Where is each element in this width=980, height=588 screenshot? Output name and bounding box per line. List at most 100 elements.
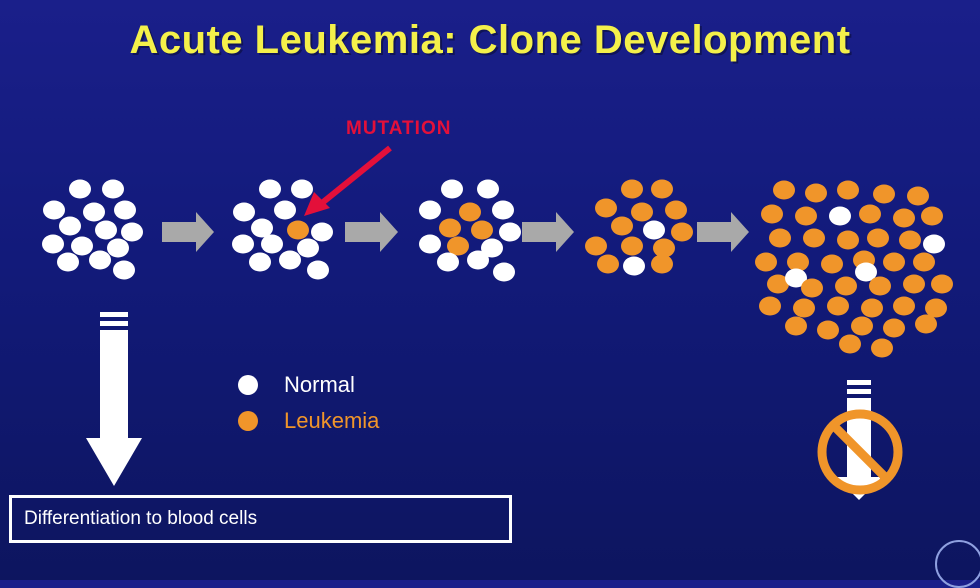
normal-cell [42, 234, 64, 254]
cluster-leukemia-takeover [755, 180, 953, 358]
normal-cell [279, 250, 301, 270]
mutation-label: MUTATION [346, 118, 452, 139]
leukemia-cell [839, 334, 861, 354]
normal-cell [233, 202, 255, 222]
leukemia-cell [837, 230, 859, 250]
leukemia-cell [893, 208, 915, 228]
cluster-clone-expanding [419, 179, 521, 282]
leukemia-cell [869, 276, 891, 296]
leukemia-cell [621, 236, 643, 256]
normal-cell [102, 179, 124, 199]
leukemia-cell [827, 296, 849, 316]
normal-cell [107, 238, 129, 258]
normal-cell [89, 250, 111, 270]
leukemia-cell [755, 252, 777, 272]
normal-cell [113, 260, 135, 280]
normal-cell [855, 262, 877, 282]
normal-cell [311, 222, 333, 242]
leukemia-cell [597, 254, 619, 274]
normal-cell [923, 234, 945, 254]
leukemia-cell [611, 216, 633, 236]
leukemia-cell [907, 186, 929, 206]
differentiation-box: Differentiation to blood cells [9, 495, 512, 543]
normal-cell [297, 238, 319, 258]
cluster-first-mutation [232, 179, 333, 280]
normal-cell [232, 234, 254, 254]
leukemia-cell [851, 316, 873, 336]
leukemia-cell [653, 238, 675, 258]
mutation-arrow-icon [304, 145, 392, 216]
normal-cell [467, 250, 489, 270]
normal-cell [481, 238, 503, 258]
normal-cell [492, 200, 514, 220]
leukemia-cell-swatch [238, 411, 258, 431]
leukemia-cell [785, 316, 807, 336]
leukemia-cell [471, 220, 493, 240]
leukemia-cell [893, 296, 915, 316]
leukemia-cell [585, 236, 607, 256]
normal-cell [829, 206, 851, 226]
normal-cell [785, 268, 807, 288]
normal-cell [274, 200, 296, 220]
normal-cell [249, 252, 271, 272]
normal-cell [441, 179, 463, 199]
leukemia-cell [287, 220, 309, 240]
leukemia-cell [915, 314, 937, 334]
leukemia-cell [795, 206, 817, 226]
normal-cell [59, 216, 81, 236]
progression-arrow-icon [697, 212, 749, 252]
legend-label-leukemia: Leukemia [284, 408, 380, 433]
leukemia-cell [651, 179, 673, 199]
legend-item-normal: Normal [238, 372, 355, 398]
logo-icon [935, 540, 980, 588]
leukemia-cell [459, 202, 481, 222]
leukemia-cell [871, 338, 893, 358]
normal-cell [493, 262, 515, 282]
legend-label-normal: Normal [284, 372, 355, 397]
leukemia-cell [861, 298, 883, 318]
leukemia-cell [787, 252, 809, 272]
leukemia-cell [821, 254, 843, 274]
leukemia-cell [801, 278, 823, 298]
normal-cell [71, 236, 93, 256]
leukemia-cell [671, 222, 693, 242]
leukemia-cell [803, 228, 825, 248]
leukemia-cell [899, 230, 921, 250]
normal-cell [114, 200, 136, 220]
normal-cell [307, 260, 329, 280]
legend-item-leukemia: Leukemia [238, 408, 379, 434]
normal-cell [259, 179, 281, 199]
leukemia-cell [773, 180, 795, 200]
leukemia-cell [439, 218, 461, 238]
normal-cell [643, 220, 665, 240]
leukemia-cell [867, 228, 889, 248]
leukemia-cell [665, 200, 687, 220]
normal-cell [83, 202, 105, 222]
normal-cell [57, 252, 79, 272]
leukemia-cell [767, 274, 789, 294]
leukemia-cell [883, 252, 905, 272]
leukemia-cell [931, 274, 953, 294]
leukemia-cell [759, 296, 781, 316]
leukemia-cell [817, 320, 839, 340]
normal-cell [251, 218, 273, 238]
down-arrow-icon [86, 312, 142, 486]
normal-cell [499, 222, 521, 242]
normal-cell [291, 179, 313, 199]
normal-cell [419, 200, 441, 220]
cluster-clone-dominant [585, 179, 693, 276]
leukemia-cell [873, 184, 895, 204]
leukemia-cell [835, 276, 857, 296]
leukemia-cell [631, 202, 653, 222]
normal-cell [121, 222, 143, 242]
leukemia-cell [621, 179, 643, 199]
leukemia-cell [651, 254, 673, 274]
slide-title: Acute Leukemia: Clone Development [129, 18, 851, 62]
normal-cell [261, 234, 283, 254]
leukemia-cell [793, 298, 815, 318]
leukemia-cell [805, 183, 827, 203]
normal-cell [477, 179, 499, 199]
leukemia-cell [883, 318, 905, 338]
progression-arrow-icon [522, 212, 574, 252]
